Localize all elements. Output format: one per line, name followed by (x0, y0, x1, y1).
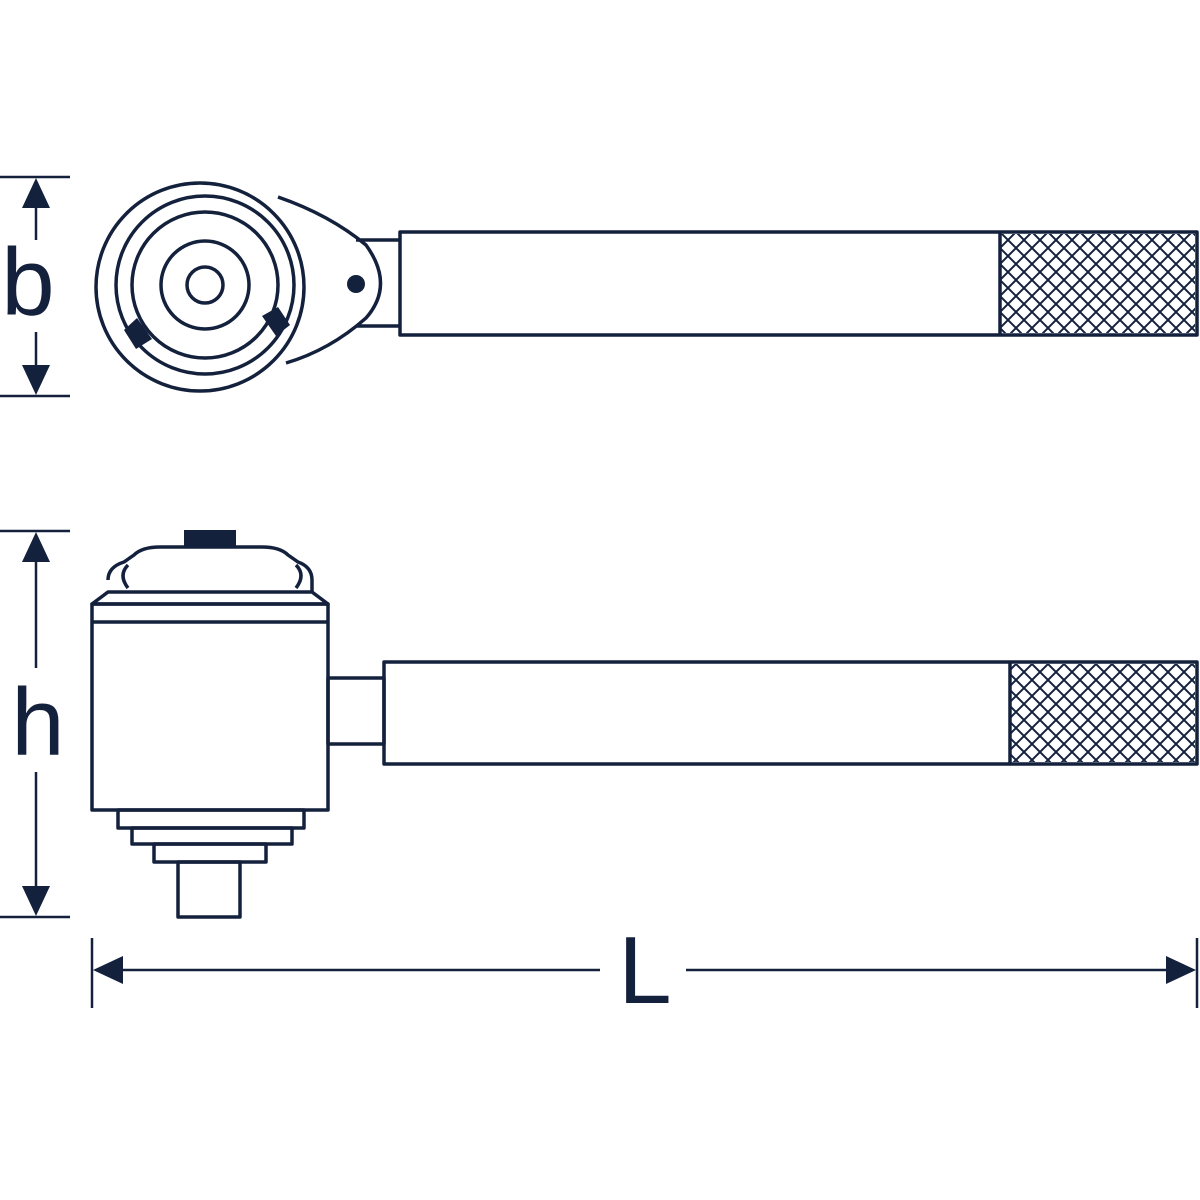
side-head-body (90, 602, 330, 812)
top-knurled-grip (1000, 234, 1195, 333)
side-square-drive (176, 860, 242, 919)
ratchet-top-view (94, 181, 1199, 393)
side-cap-bevel (90, 590, 330, 606)
side-neck (326, 676, 386, 746)
side-drive-step-2 (130, 826, 294, 846)
side-top-cap (106, 545, 314, 592)
dimension-b-arrow-bottom (22, 365, 50, 395)
side-reverse-lever (184, 530, 236, 547)
top-neck (356, 238, 400, 328)
top-selector-tab-right (262, 307, 290, 336)
dimension-h: h (0, 529, 70, 919)
dimension-l-arrow-left (93, 956, 123, 984)
top-pivot-pin (347, 275, 365, 293)
dimension-h-label: h (11, 669, 64, 776)
side-drive-step-3 (152, 842, 268, 864)
top-head-outer-ring (94, 181, 306, 393)
dimension-b-label: b (1, 229, 54, 336)
top-head-lobe (277, 195, 383, 365)
top-head-selector-ring (130, 210, 280, 360)
dimension-l: L (90, 917, 1199, 1024)
top-head-center-hole (185, 265, 225, 305)
top-head-inner-ring (159, 239, 251, 331)
top-head-middle-ring (114, 194, 296, 376)
dimension-b-arrow-top (22, 178, 50, 208)
top-selector-tab-left (124, 318, 152, 349)
dimension-l-label: L (618, 917, 671, 1024)
side-drive-step-1 (116, 808, 306, 830)
top-handle (398, 230, 1199, 337)
dimension-h-arrow-top (22, 532, 50, 562)
side-cap-ears (121, 563, 303, 590)
dimension-b: b (0, 175, 70, 398)
dimension-h-arrow-bottom (22, 886, 50, 916)
side-handle (382, 660, 1199, 766)
ratchet-side-view (90, 530, 1199, 919)
side-knurled-grip (1010, 664, 1195, 762)
dimension-l-arrow-right (1166, 956, 1196, 984)
